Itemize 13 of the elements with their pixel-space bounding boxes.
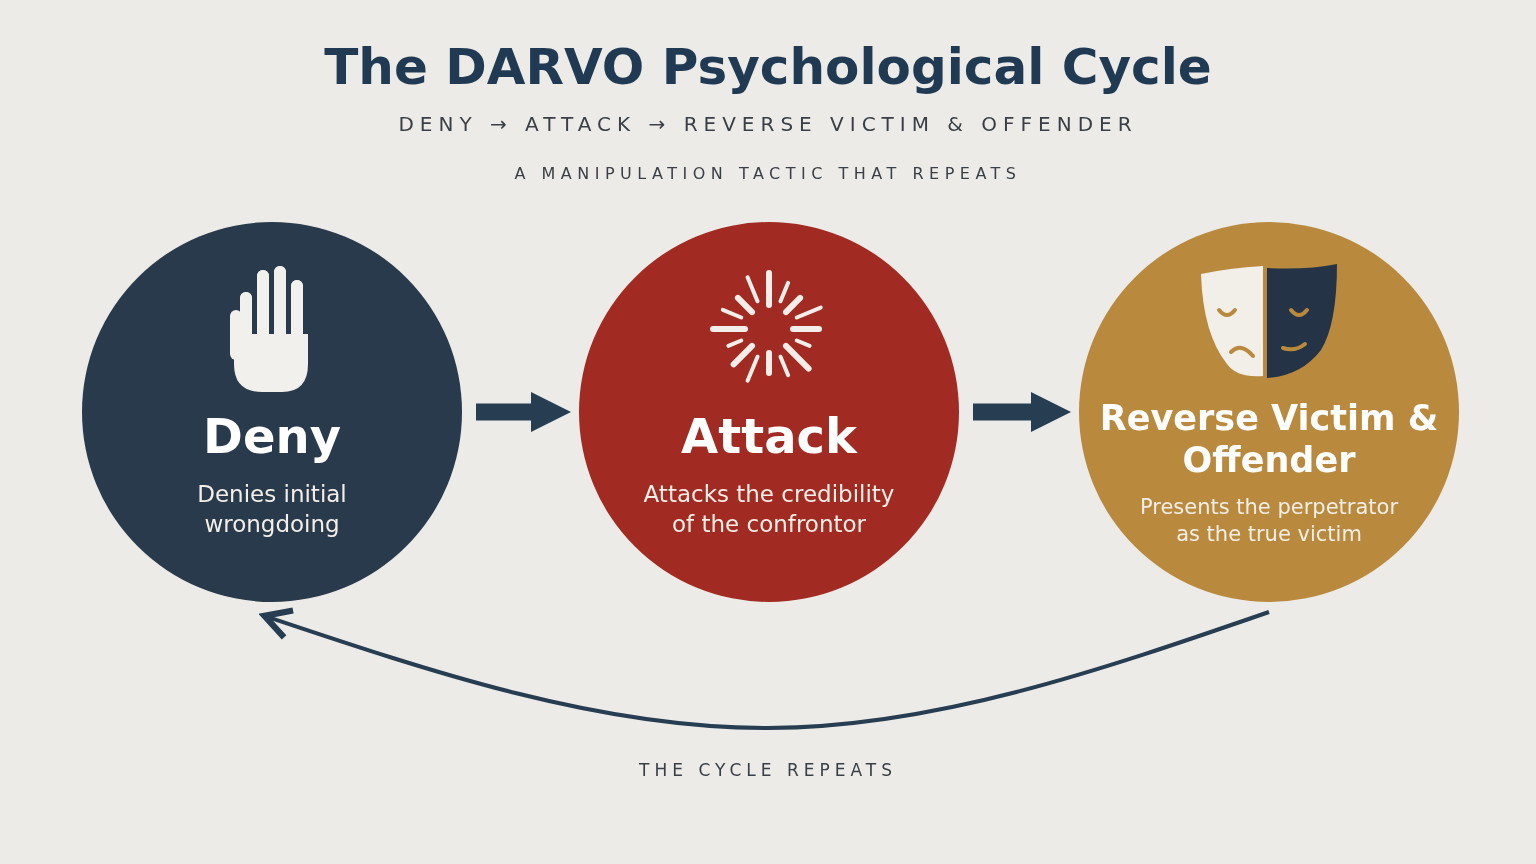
cycle-caption: THE CYCLE REPEATS: [638, 760, 898, 780]
subtitle: DENY → ATTACK → REVERSE VICTIM & OFFENDER: [397, 112, 1139, 136]
arrow: [973, 392, 1071, 432]
stage-description: Attacks the credibility of the confrontor: [642, 480, 896, 539]
stage-heading: Reverse Victim & Offender: [1098, 397, 1440, 481]
arrow: [476, 392, 571, 432]
tagline: A MANIPULATION TACTIC THAT REPEATS: [513, 164, 1023, 183]
stage-description: Presents the perpetrator as the true victim: [1138, 494, 1400, 549]
title: The DARVO Psychological Cycle: [323, 38, 1213, 96]
stage-description: Denies initial wrongdoing: [196, 480, 348, 539]
stage-heading: Deny: [202, 408, 342, 466]
stage-heading: Attack: [680, 408, 859, 466]
arrow: [261, 607, 1270, 730]
